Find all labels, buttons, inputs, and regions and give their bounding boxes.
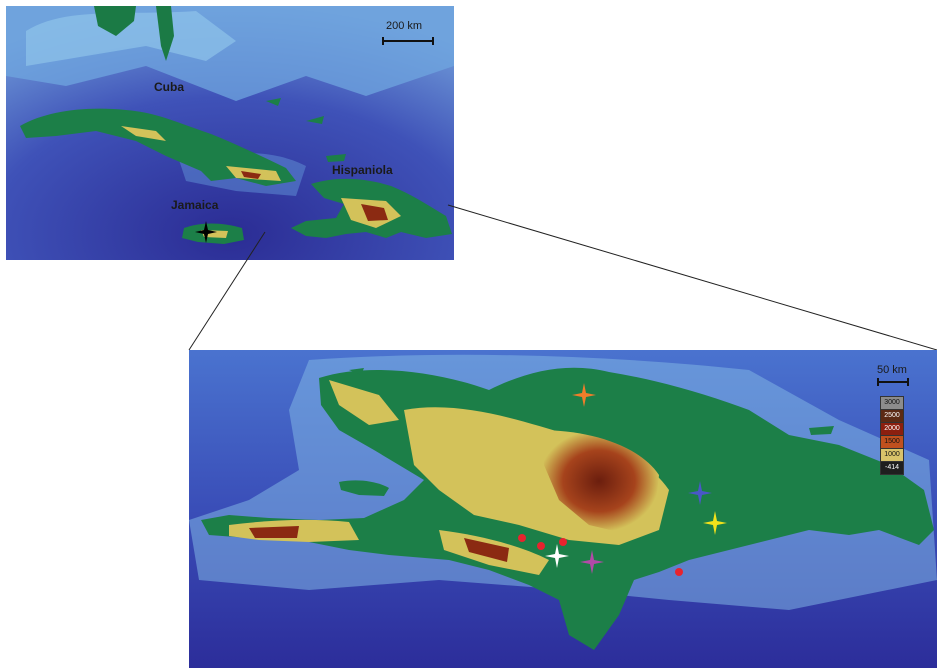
legend-swatch: 3000 bbox=[880, 396, 904, 410]
blue-star-marker bbox=[688, 481, 712, 505]
purple-star-marker bbox=[580, 550, 604, 574]
red-dot-marker bbox=[537, 542, 545, 550]
gonave-island bbox=[339, 480, 389, 496]
legend-swatch: 1500 bbox=[880, 435, 904, 449]
cuba-hills bbox=[121, 126, 166, 141]
yellow-star-marker bbox=[703, 511, 727, 535]
tortuga-island bbox=[349, 368, 364, 375]
legend-swatch: 1000 bbox=[880, 448, 904, 462]
islet bbox=[266, 98, 281, 106]
red-dot-marker bbox=[518, 534, 526, 542]
florida bbox=[94, 6, 136, 36]
cordillera-central bbox=[361, 204, 388, 221]
legend-swatch: 2000 bbox=[880, 422, 904, 436]
white-star-marker bbox=[545, 544, 569, 568]
overview-scale-bar bbox=[382, 37, 434, 45]
cordillera-central bbox=[539, 430, 659, 532]
legend-swatch: 2500 bbox=[880, 409, 904, 423]
inset-scale-label: 50 km bbox=[877, 364, 907, 376]
islet bbox=[306, 116, 324, 124]
shallow-bank bbox=[26, 11, 236, 66]
saona-islet bbox=[809, 426, 834, 435]
hotte-peaks bbox=[249, 526, 299, 538]
inset-scale-bar bbox=[877, 378, 909, 386]
red-dot-marker bbox=[675, 568, 683, 576]
jamaica-label: Jamaica bbox=[171, 198, 219, 212]
overview-map: Cuba Hispaniola Jamaica 200 km bbox=[6, 6, 454, 260]
cuba-label: Cuba bbox=[154, 80, 184, 94]
connector-right bbox=[447, 204, 937, 351]
orange-star-marker bbox=[572, 383, 596, 407]
sierra-maestra bbox=[241, 171, 261, 179]
northwest-hills bbox=[329, 380, 399, 425]
overview-scale-label: 200 km bbox=[386, 20, 423, 32]
red-dot-marker bbox=[559, 538, 567, 546]
andros-island bbox=[156, 6, 174, 61]
hispaniola-label: Hispaniola bbox=[332, 163, 393, 177]
islet bbox=[326, 154, 346, 162]
bahoruco-peaks bbox=[464, 538, 509, 562]
inset-terrain bbox=[189, 350, 937, 668]
legend-swatch: -414 bbox=[880, 461, 904, 475]
overview-terrain bbox=[6, 6, 454, 260]
